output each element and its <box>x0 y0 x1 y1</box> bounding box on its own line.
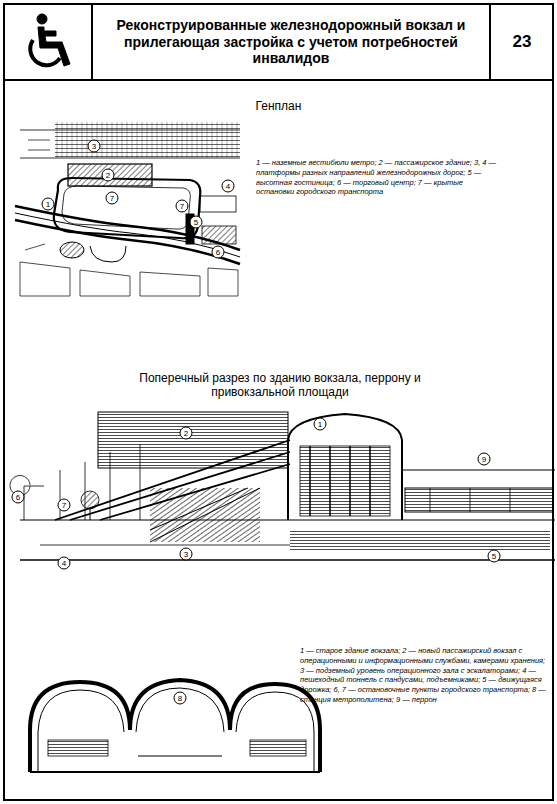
callout-number: 2 <box>102 169 115 182</box>
section-heading: Генплан <box>200 100 357 114</box>
legend-note: 1 — старое здание вокзала; 2 — новый пас… <box>300 646 546 705</box>
callout-number: 7 <box>58 499 71 512</box>
callout-number: 1 <box>314 418 327 431</box>
callout-number: 4 <box>58 557 71 570</box>
site-plan <box>15 122 240 296</box>
callout-number: 6 <box>12 491 25 504</box>
section-heading: Поперечный разрез по зданию вокзала, пер… <box>120 372 440 400</box>
callout-number: 2 <box>180 427 193 440</box>
callout-number: 8 <box>174 692 187 705</box>
sheet-number: 23 <box>494 32 550 52</box>
callout-number: 5 <box>190 216 203 229</box>
callout-number: 5 <box>488 550 501 563</box>
callout-number: 1 <box>42 198 55 211</box>
callout-number: 7 <box>106 192 119 205</box>
callout-number: 9 <box>478 453 491 466</box>
callout-number: 3 <box>88 140 101 153</box>
wheelchair-icon <box>30 14 70 66</box>
metro-station <box>30 680 320 772</box>
callout-number: 6 <box>212 246 225 259</box>
legend-note: 1 — наземные вестибюли метро; 2 — пассаж… <box>256 158 502 197</box>
callout-number: 7 <box>176 200 189 213</box>
callout-number: 4 <box>222 180 235 193</box>
cross-section <box>10 412 555 560</box>
callout-number: 3 <box>180 548 193 561</box>
sheet-title: Реконструированные железнодорожный вокза… <box>104 17 478 67</box>
